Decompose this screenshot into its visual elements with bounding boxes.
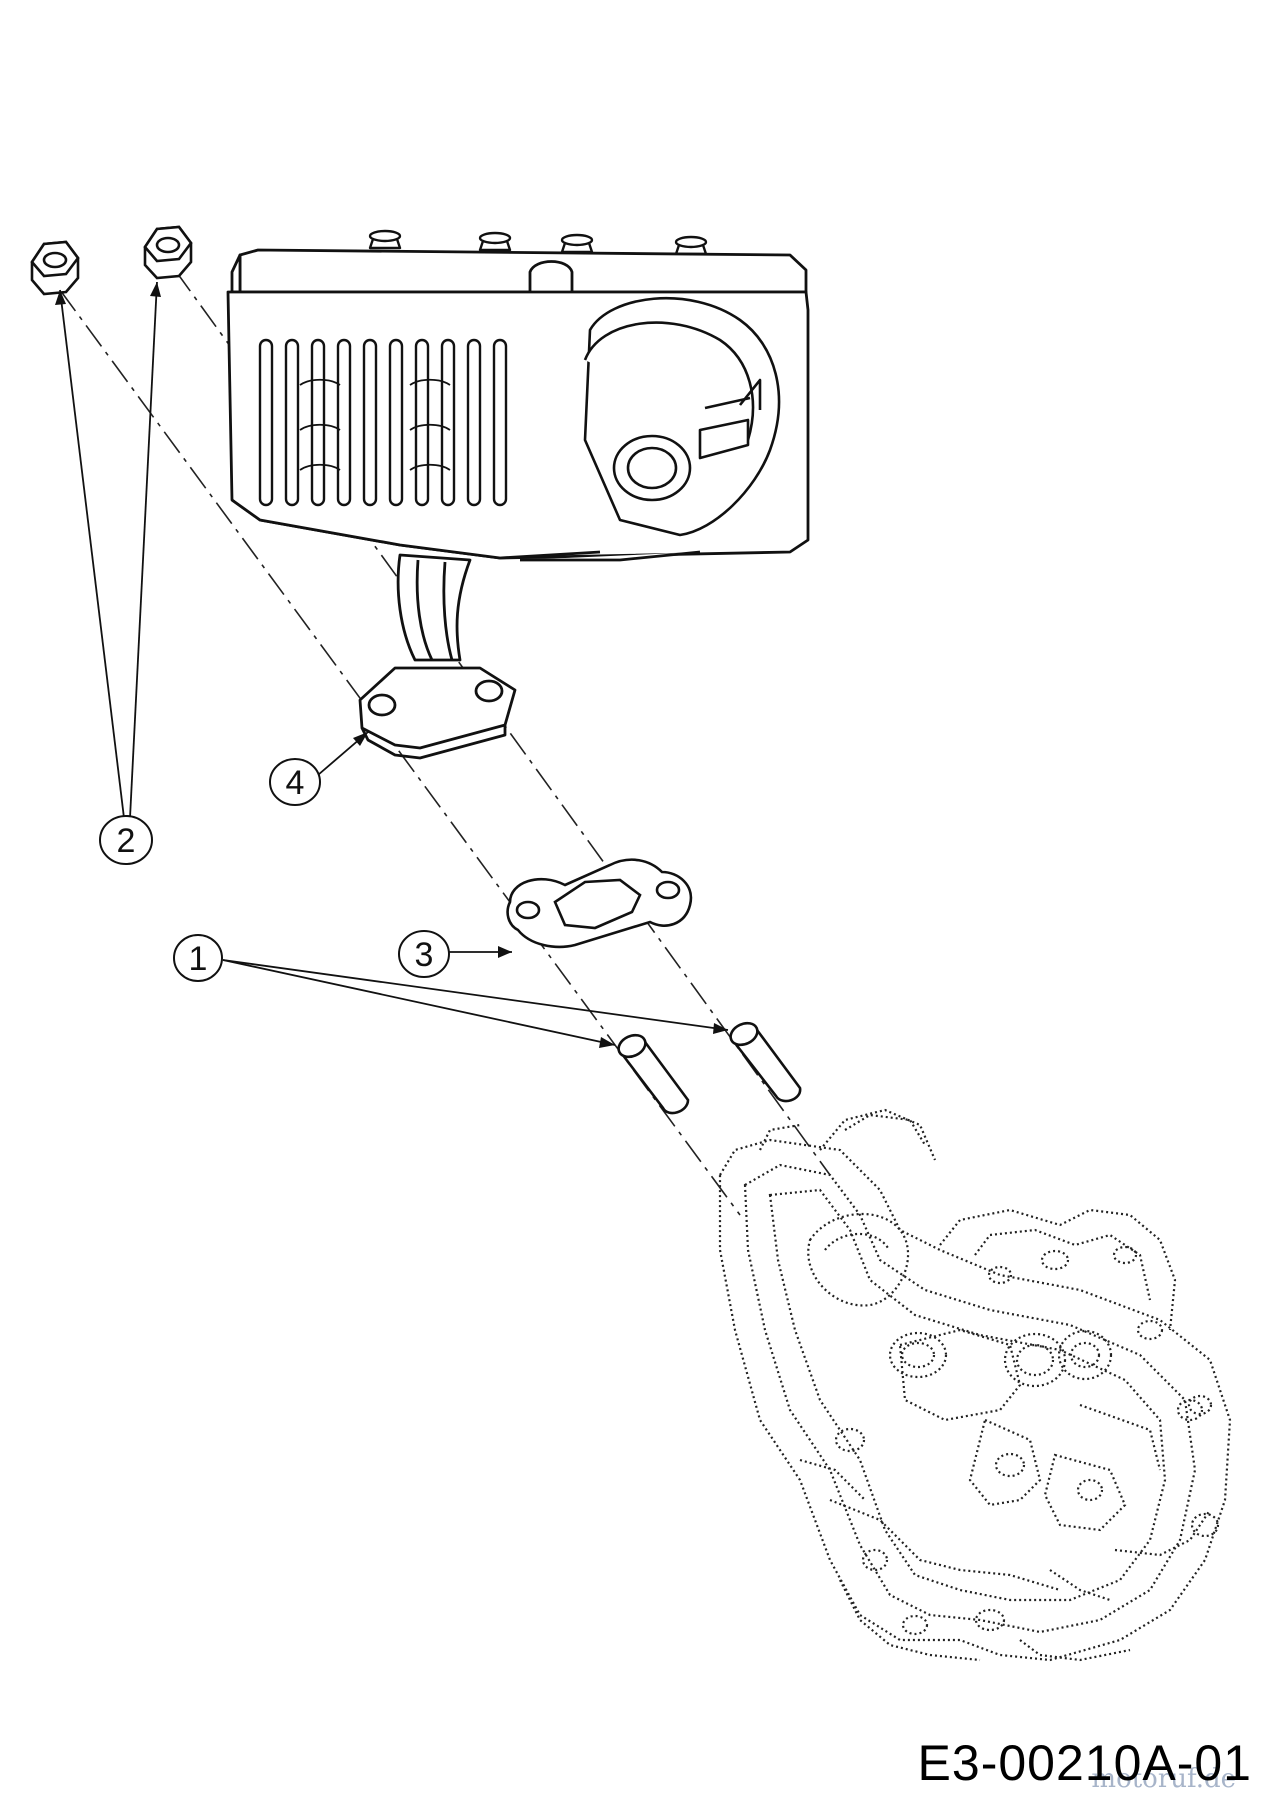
exhaust-gasket [506, 858, 693, 949]
callout-2: 2 [99, 815, 153, 865]
muffler-inner-shading [299, 378, 451, 471]
hex-nut-left [30, 240, 80, 296]
muffler-top-bolts [368, 229, 708, 256]
drawing-code: E3-00210A-01 [917, 1735, 1252, 1791]
callout-4: 4 [269, 758, 321, 806]
hex-nut-right [143, 225, 193, 280]
callout-4-label: 4 [286, 764, 305, 802]
callout-3-label: 3 [415, 936, 434, 974]
muffler-cooling-slots [258, 338, 508, 507]
engine-head-outline [718, 1108, 1232, 1662]
leader-lines [59, 281, 729, 1046]
callout-1-label: 1 [189, 940, 208, 978]
dowel-pin-right [729, 1021, 802, 1103]
muffler [226, 229, 810, 760]
exhaust-outlet-guard [583, 296, 781, 537]
watermark: motoruf.de [1091, 1764, 1236, 1794]
callout-2-label: 2 [117, 822, 136, 860]
dowel-pin-left [617, 1033, 690, 1115]
callout-3: 3 [398, 930, 450, 978]
callout-1: 1 [173, 934, 223, 982]
leader-arrowheads [55, 282, 728, 1048]
